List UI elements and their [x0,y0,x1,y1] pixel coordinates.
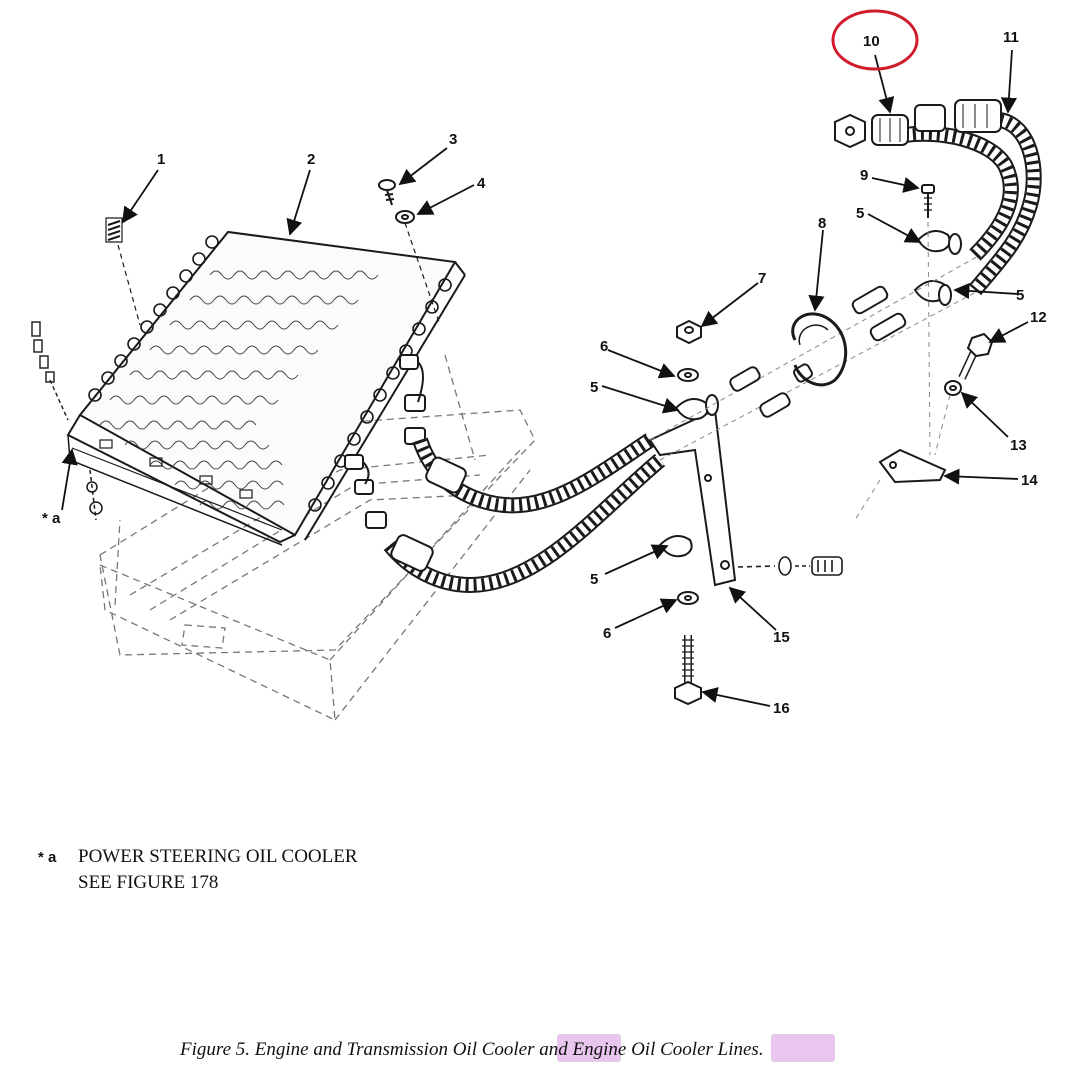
footnote-line-2: SEE FIGURE 178 [78,872,218,893]
callout-5: 5 [856,205,864,222]
leader-lines [61,49,1029,707]
clamp-5-lower-right [913,280,952,306]
lower-hose [383,453,666,594]
oil-cooler-core [66,230,466,546]
callout-8: 8 [818,215,826,232]
screw-9 [921,184,935,456]
washer-6-upper [677,368,699,382]
screw-12 [958,332,994,380]
cooler-fins [99,270,379,510]
callout-2: 2 [307,151,315,168]
fitting-11 [914,99,1002,133]
clip-plate-14 [854,448,947,521]
bracket-15 [648,408,737,587]
cooler-lower-rail [71,439,283,531]
callout-7: 7 [758,270,766,287]
caption-highlight-word-1: Cooler [482,1039,535,1060]
caption-highlight-2 [771,1034,835,1062]
screw-3 [378,179,396,206]
callout-5: 5 [1016,287,1024,304]
washer-13 [934,380,962,456]
callout-1: 1 [157,151,165,168]
callout-6: 6 [600,338,608,355]
callout-13: 13 [1010,437,1027,454]
caption-highlight-word-2: Cooler [660,1039,713,1060]
callout-a: * a [42,510,61,527]
fitting-10 [834,113,909,149]
callout-10: 10 [863,33,880,50]
callout-labels: 1 2 3 4 5 5 5 5 6 6 7 8 9 10 11 12 13 14… [42,29,1047,717]
washer-6-lower [677,591,699,605]
highlight-circle-callout-10 [831,9,919,71]
footnote-marker: * a [38,849,57,866]
caption-part-1: Figure 5. Engine and Transmission Oil [179,1039,482,1060]
callout-11: 11 [1003,29,1019,46]
callout-9: 9 [860,167,868,184]
footnote-a: * a POWER STEERING OIL COOLER SEE FIGURE… [38,846,358,893]
callout-4: 4 [477,175,486,192]
callout-5: 5 [590,379,598,396]
drain-plug-parts [86,469,103,521]
right-hoses [903,112,1042,296]
footnote-line-1: POWER STEERING OIL COOLER [78,846,358,867]
caption-part-3: Lines. [713,1039,764,1060]
callout-6: 6 [603,625,611,642]
vent-stack [31,321,69,421]
callout-15: 15 [773,629,790,646]
left-header-tank [88,235,219,402]
figure-caption: Figure 5. Engine and Transmission Oil Co… [179,1034,835,1062]
callout-3: 3 [449,131,457,148]
callout-12: 12 [1030,309,1047,326]
caption-highlight-1 [557,1034,621,1062]
line-tubes-upper [649,254,981,461]
spring-1 [105,217,141,326]
caption-part-2: and Engine Oil [535,1039,661,1060]
clamp-5-upper-right [916,230,962,255]
callout-14: 14 [1021,472,1038,489]
upper-hose [412,433,655,514]
callout-5: 5 [590,571,598,588]
bolt-16 [674,635,702,706]
callout-16: 16 [773,700,790,717]
grommet-8 [791,312,848,387]
nut-7 [676,319,702,345]
clamp-5-middle [674,394,719,421]
caption-text: Figure 5. Engine and Transmission Oil Co… [179,1039,764,1060]
washer-4 [395,210,441,326]
bracket-side-fastener [737,556,843,576]
